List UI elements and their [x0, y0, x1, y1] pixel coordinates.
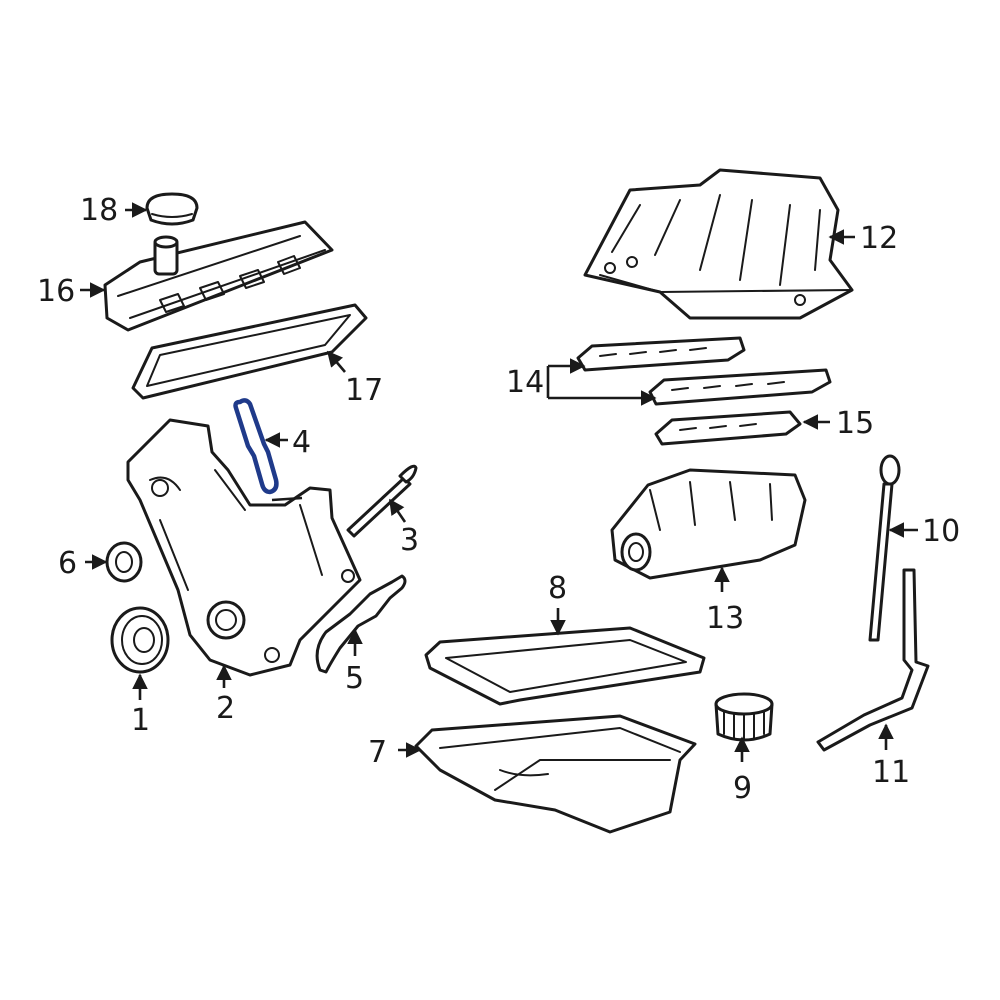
callout-labels: 18 16 17 4 3 5 6 1 2 12 14 15 13 10 11 8… [37, 193, 960, 806]
callout-1: 1 [131, 703, 150, 738]
callout-6: 6 [58, 546, 77, 581]
callout-11: 11 [872, 755, 910, 790]
callout-3: 3 [400, 523, 419, 558]
callout-8: 8 [548, 571, 567, 606]
leader-17 [326, 350, 346, 373]
oil-filler-cap [145, 192, 199, 226]
callout-15: 15 [836, 406, 874, 441]
intake-gasket-lower [648, 368, 832, 406]
timing-cover-seal [233, 398, 279, 495]
callout-2: 2 [216, 691, 235, 726]
front-seal [105, 541, 143, 583]
crankshaft-pulley [110, 606, 170, 674]
leader-lines [80, 202, 918, 762]
intake-gasket-upper [576, 336, 746, 372]
callout-7: 7 [368, 735, 387, 770]
valve-cover-gasket [131, 303, 368, 400]
callout-16: 16 [37, 274, 75, 309]
callout-12: 12 [860, 221, 898, 256]
dipstick [868, 454, 901, 642]
callout-14: 14 [506, 365, 544, 400]
callout-17: 17 [345, 373, 383, 408]
callout-13: 13 [706, 601, 744, 636]
valve-cover [103, 220, 334, 332]
oil-filter [714, 692, 774, 742]
oil-pan-gasket [424, 626, 706, 706]
oil-pan [414, 714, 697, 834]
callout-10: 10 [922, 514, 960, 549]
lower-intake-manifold [610, 468, 807, 580]
callout-9: 9 [733, 771, 752, 806]
dipstick-tube [816, 568, 930, 752]
lower-intake-gasket [654, 410, 802, 446]
upper-intake-manifold [583, 168, 854, 320]
callout-4: 4 [292, 425, 311, 460]
timing-cover [126, 418, 362, 677]
timing-cover-gasket [315, 574, 407, 674]
leader-3 [388, 498, 407, 523]
rod [346, 464, 418, 538]
leader-4b [271, 496, 303, 502]
callout-18: 18 [80, 193, 118, 228]
callout-5: 5 [345, 661, 364, 696]
